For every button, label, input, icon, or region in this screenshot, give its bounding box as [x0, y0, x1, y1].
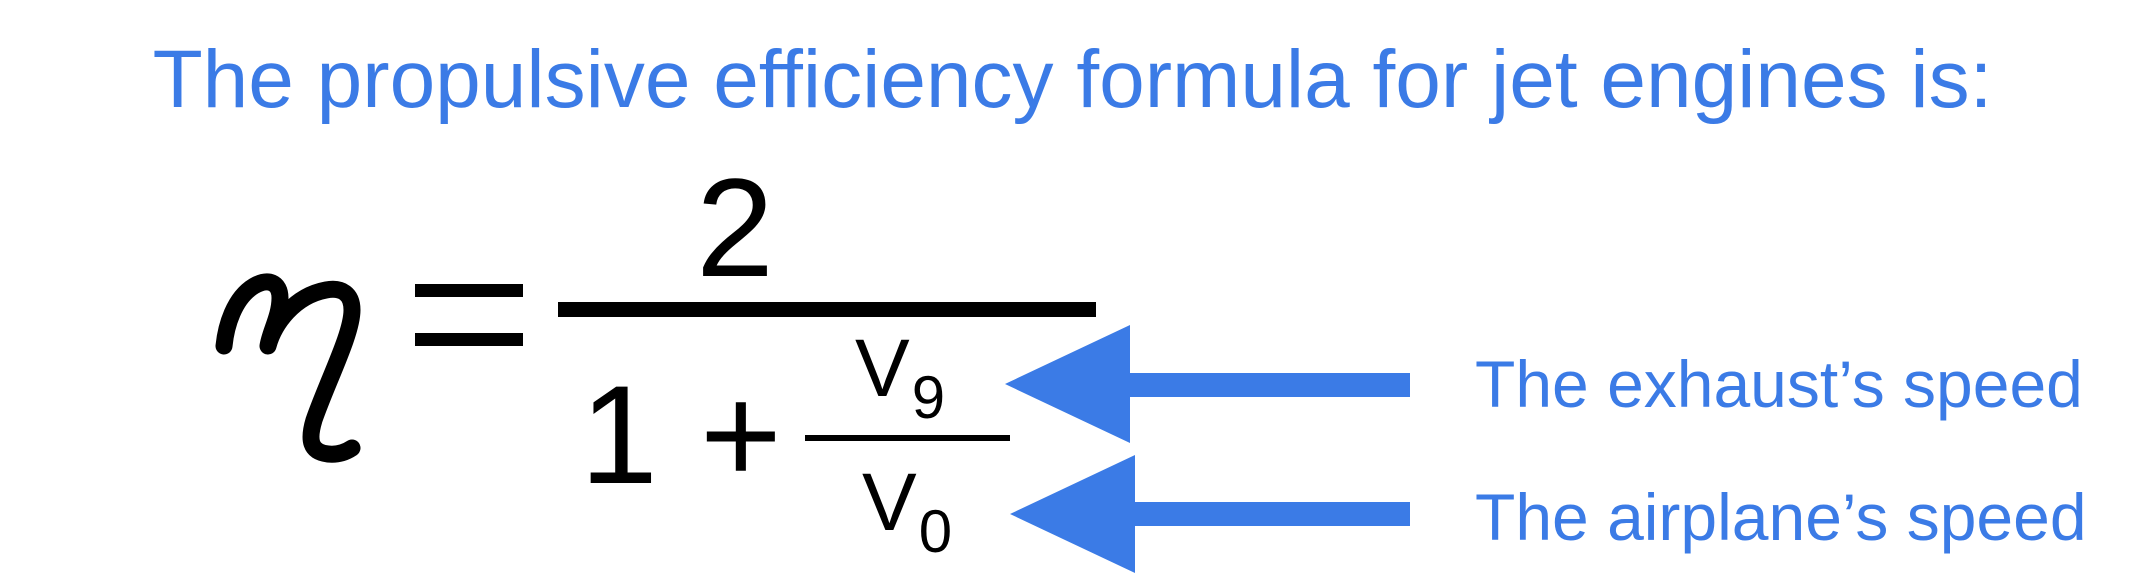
- exhaust-arrow: [1005, 325, 1410, 443]
- airplane-velocity-subscript: 0: [918, 498, 953, 565]
- equals-sign: [415, 284, 523, 352]
- airplane-velocity-term: V0: [862, 462, 952, 566]
- velocity-ratio-bar: [805, 435, 1010, 441]
- airplane-speed-label: The airplane’s speed: [1475, 480, 2087, 554]
- exhaust-velocity-term: V9: [855, 328, 945, 432]
- airplane-velocity-base: V: [862, 457, 917, 548]
- exhaust-speed-label: The exhaust’s speed: [1475, 347, 2083, 421]
- denominator-plus: +: [700, 356, 782, 513]
- denominator-one: 1: [580, 356, 658, 513]
- airplane-arrow: [1010, 455, 1410, 573]
- eta-symbol: [215, 273, 361, 463]
- equals-bar-bottom: [415, 333, 523, 346]
- exhaust-velocity-base: V: [855, 323, 910, 414]
- formula-numerator: 2: [696, 149, 774, 306]
- main-fraction-bar: [558, 302, 1096, 317]
- exhaust-velocity-subscript: 9: [911, 364, 946, 431]
- heading-title: The propulsive efficiency formula for je…: [152, 34, 1993, 125]
- equals-bar-top: [415, 284, 523, 297]
